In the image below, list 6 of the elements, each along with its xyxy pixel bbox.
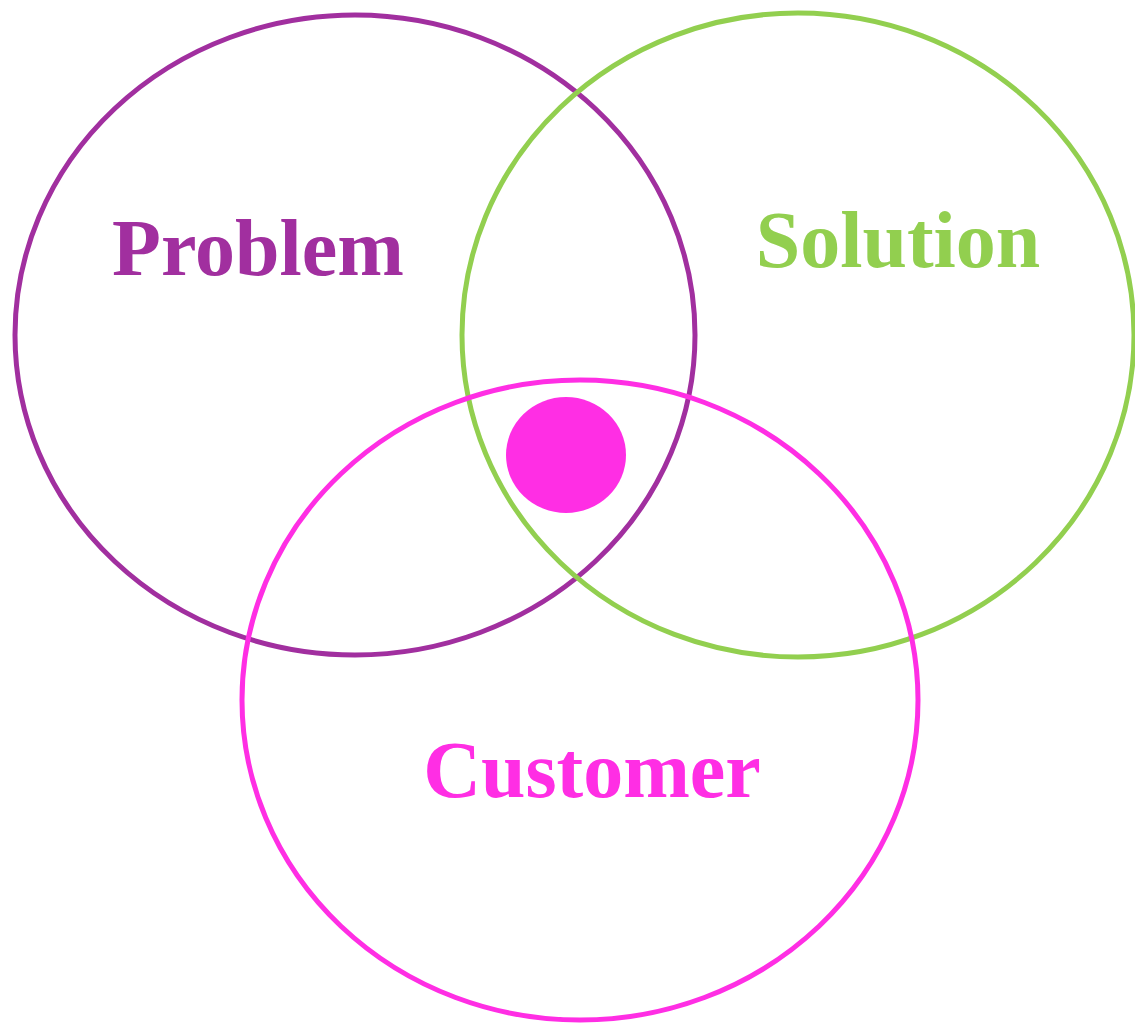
dot-marker <box>506 397 626 513</box>
venn-ellipse <box>12 12 698 658</box>
set-label: Problem <box>112 208 404 288</box>
set-label: Solution <box>755 200 1041 280</box>
venn-ellipse <box>239 377 921 1023</box>
set-label: Customer <box>423 730 761 810</box>
